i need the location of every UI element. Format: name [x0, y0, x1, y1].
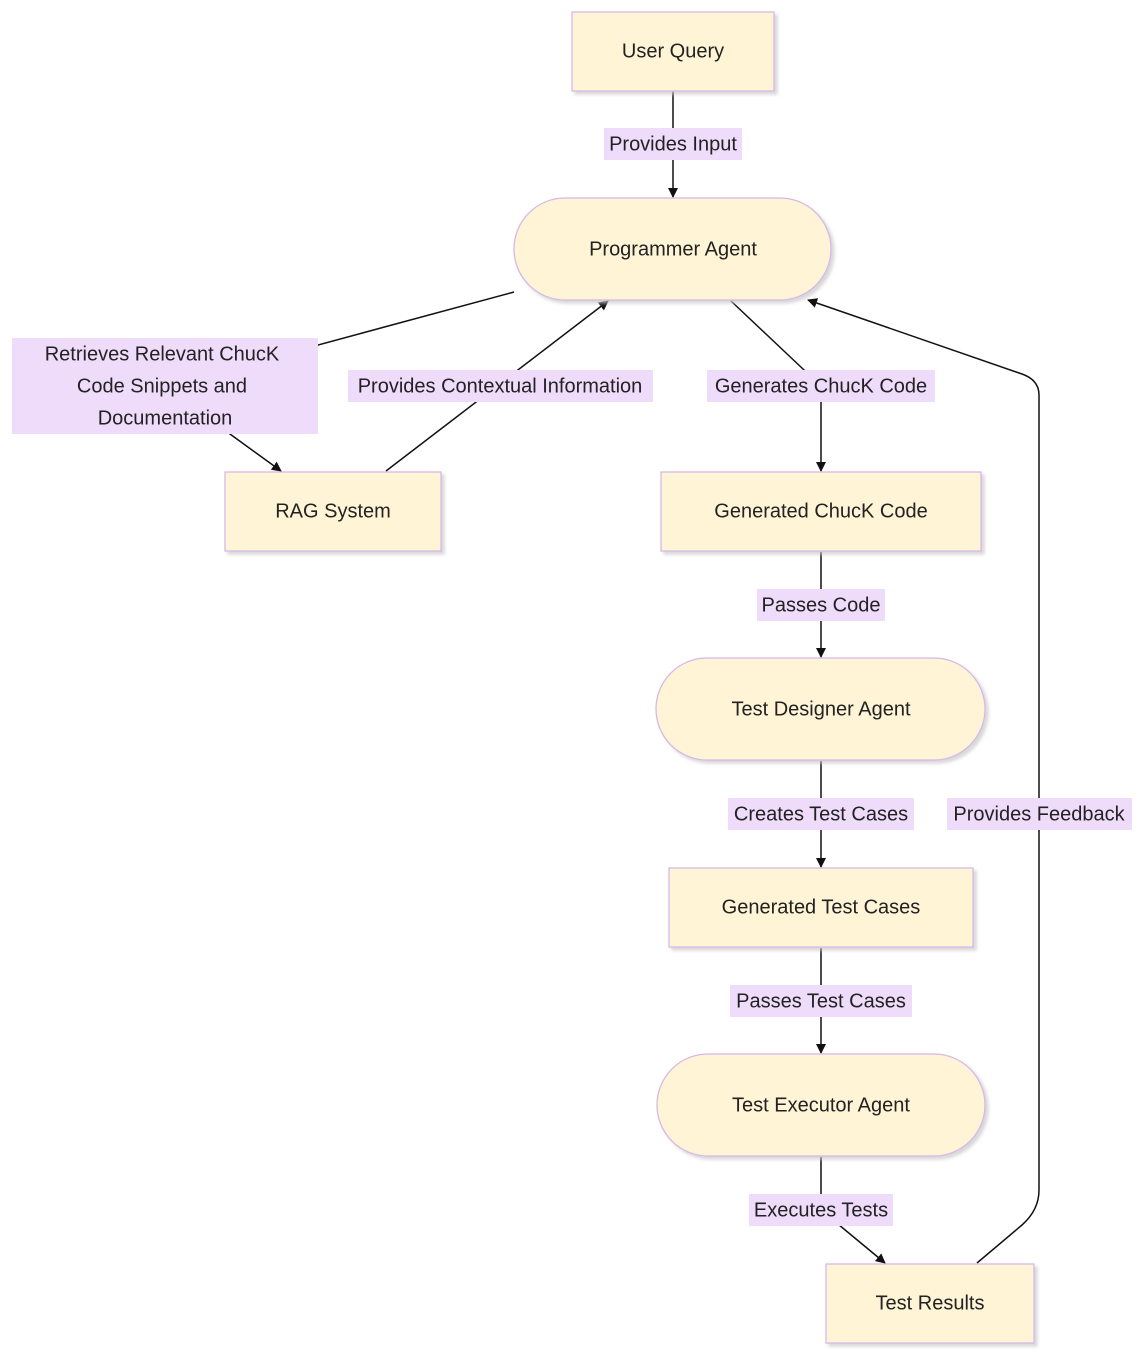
edge-label-provides-feedback: Provides Feedback — [947, 798, 1132, 830]
svg-text:Passes Code: Passes Code — [762, 594, 881, 616]
node-generated-test-cases-label: Generated Test Cases — [722, 896, 921, 918]
svg-text:Retrieves Relevant ChucK: Retrieves Relevant ChucK — [45, 343, 280, 365]
node-user-query — [571, 11, 775, 92]
node-generated-chuck-code-label: Generated ChucK Code — [714, 500, 927, 522]
svg-text:Passes Test Cases: Passes Test Cases — [736, 990, 906, 1012]
svg-text:Generates ChucK Code: Generates ChucK Code — [715, 375, 927, 397]
edge-label-creates-test-cases: Creates Test Cases — [728, 798, 914, 830]
edge-results-to-programmer-feedback — [807, 298, 1040, 1264]
node-programmer-agent — [513, 197, 832, 301]
node-programmer-agent-label: Programmer Agent — [589, 238, 757, 260]
svg-text:Executes Tests: Executes Tests — [754, 1199, 888, 1221]
node-test-executor-agent-label: Test Executor Agent — [732, 1094, 910, 1116]
svg-text:Creates Test Cases: Creates Test Cases — [734, 803, 908, 825]
svg-text:Code Snippets and: Code Snippets and — [77, 375, 247, 397]
node-test-designer-agent — [655, 657, 986, 761]
svg-text:Provides Contextual Informatio: Provides Contextual Information — [358, 375, 643, 397]
node-test-designer-agent-label: Test Designer Agent — [732, 698, 911, 720]
edge-label-executes-tests: Executes Tests — [749, 1194, 893, 1226]
edge-label-retrieves: Retrieves Relevant ChucK Code Snippets a… — [12, 338, 318, 434]
node-user-query-label: User Query — [622, 40, 724, 62]
node-test-executor-agent — [656, 1053, 986, 1157]
edge-label-generates-chuck: Generates ChucK Code — [707, 370, 935, 402]
svg-text:Documentation: Documentation — [98, 407, 233, 429]
node-rag-system — [224, 471, 442, 552]
svg-text:Provides Feedback: Provides Feedback — [953, 803, 1125, 825]
edge-label-provides-contextual: Provides Contextual Information — [348, 370, 653, 402]
node-test-results — [825, 1263, 1035, 1344]
node-test-results-label: Test Results — [876, 1292, 985, 1314]
edge-label-passes-code: Passes Code — [757, 589, 885, 621]
edge-label-passes-test-cases: Passes Test Cases — [730, 985, 912, 1017]
edge-label-provides-input: Provides Input — [604, 128, 742, 160]
node-rag-system-label: RAG System — [275, 500, 391, 522]
svg-text:Provides Input: Provides Input — [609, 133, 737, 155]
node-generated-test-cases — [668, 867, 974, 948]
node-generated-chuck-code — [660, 471, 982, 552]
